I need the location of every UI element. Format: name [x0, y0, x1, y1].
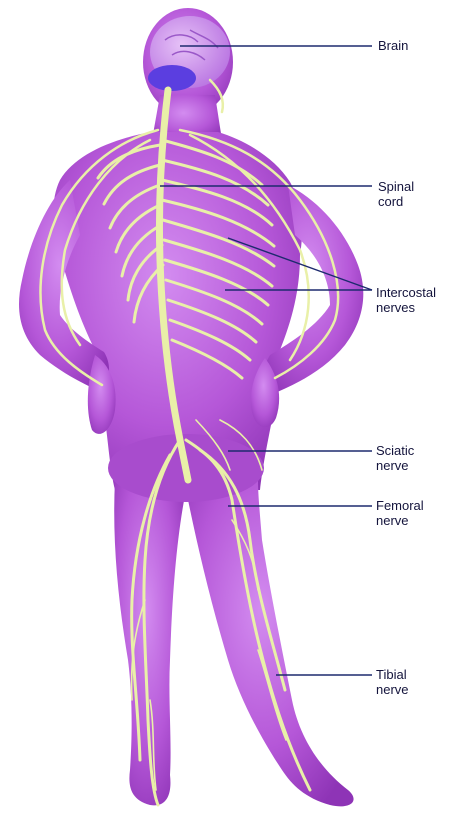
label-sciatic-nerve: Sciatic nerve	[376, 443, 414, 473]
label-spinal-cord: Spinal cord	[378, 179, 414, 209]
cerebellum	[148, 65, 196, 91]
label-femoral-nerve: Femoral nerve	[376, 498, 424, 528]
body-silhouette	[19, 8, 363, 806]
label-tibial-nerve: Tibial nerve	[376, 667, 409, 697]
label-intercostal-nerves: Intercostal nerves	[376, 285, 436, 315]
label-brain: Brain	[378, 38, 408, 53]
